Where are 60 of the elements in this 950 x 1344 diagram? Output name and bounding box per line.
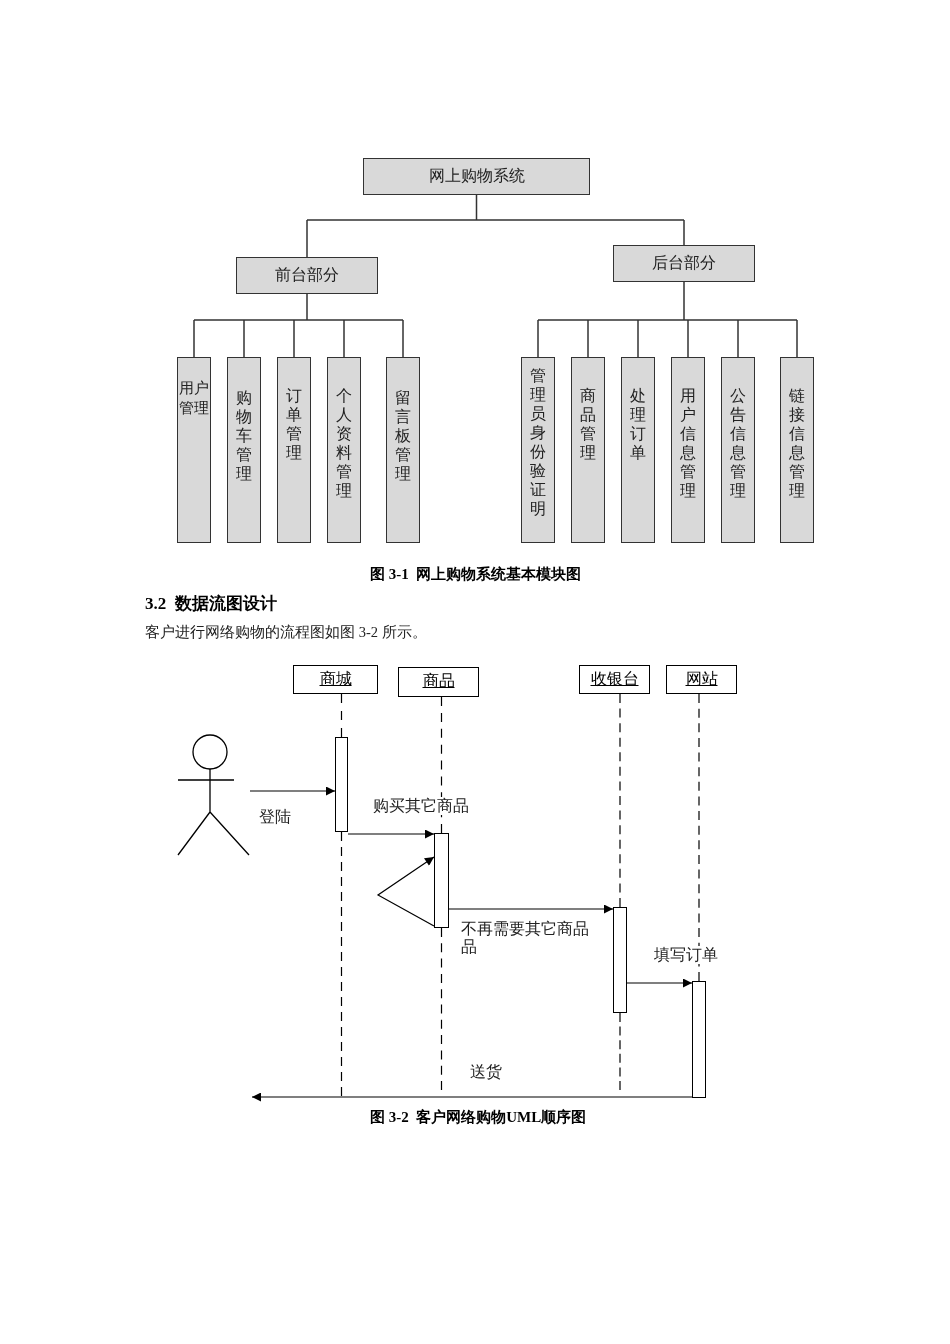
connector-line (683, 219, 685, 246)
module-box: 订单管理 (277, 357, 311, 543)
message-label: 登陆 (259, 808, 291, 826)
module-box: 公告信息管理 (721, 357, 755, 543)
self-message-arrow (376, 856, 435, 927)
module-box: 后台部分 (613, 245, 755, 282)
activation-bar (335, 737, 348, 832)
message-arrow (251, 1092, 693, 1102)
lifeline-header: 网站 (666, 665, 737, 694)
lifeline (619, 693, 621, 908)
lifeline-header: 收银台 (579, 665, 650, 694)
lifeline-header: 商城 (293, 665, 378, 694)
activation-bar (613, 907, 627, 1013)
module-box: 用户信息管理 (671, 357, 705, 543)
module-box: 处理订单 (621, 357, 655, 543)
message-label: 填写订单 (654, 946, 718, 964)
module-box: 网上购物系统 (363, 158, 590, 195)
lifeline (619, 1012, 621, 1091)
connector-line (343, 319, 345, 358)
lifeline (440, 696, 443, 834)
message-label: 购买其它商品 (373, 797, 469, 815)
lifeline (340, 693, 343, 738)
module-box: 购物车管理 (227, 357, 261, 543)
connector-line (402, 319, 404, 358)
activation-bar (434, 833, 449, 928)
module-box: 用户管理 (177, 357, 211, 543)
connector-line (193, 319, 195, 358)
connector-line (737, 319, 739, 358)
lifeline-header: 商品 (398, 667, 479, 697)
body-text: 客户进行网络购物的流程图如图 3-2 所示。 (145, 623, 427, 642)
activation-bar (692, 981, 706, 1098)
module-box: 前台部分 (236, 257, 378, 294)
module-box: 链接信息管理 (780, 357, 814, 543)
message-arrow (448, 904, 614, 914)
section-heading: 3.2 数据流图设计 (145, 593, 277, 615)
connector-line (193, 293, 404, 321)
connector-line (637, 319, 639, 358)
lifeline (698, 693, 700, 982)
stick-figure-icon (177, 734, 250, 856)
module-box: 管理员身份验证明 (521, 357, 555, 543)
connector-line (796, 319, 798, 358)
connector-line (537, 281, 798, 321)
figure-caption: 图 3-1 网上购物系统基本模块图 (370, 565, 582, 584)
connector-line (537, 319, 539, 358)
connector-line (306, 194, 685, 221)
lifeline (440, 927, 443, 1091)
connector-line (587, 319, 589, 358)
connector-line (293, 319, 295, 358)
connector-line (306, 219, 308, 258)
module-box: 个人资料管理 (327, 357, 361, 543)
figure-caption: 图 3-2 客户网络购物UML顺序图 (370, 1108, 587, 1127)
module-box: 留言板管理 (386, 357, 420, 543)
module-box: 商品管理 (571, 357, 605, 543)
lifeline (340, 831, 343, 1097)
message-arrow (347, 829, 435, 839)
message-label: 送货 (470, 1063, 502, 1081)
message-arrow (249, 786, 336, 796)
message-arrow (626, 978, 693, 988)
connector-line (243, 319, 245, 358)
connector-line (687, 319, 689, 358)
